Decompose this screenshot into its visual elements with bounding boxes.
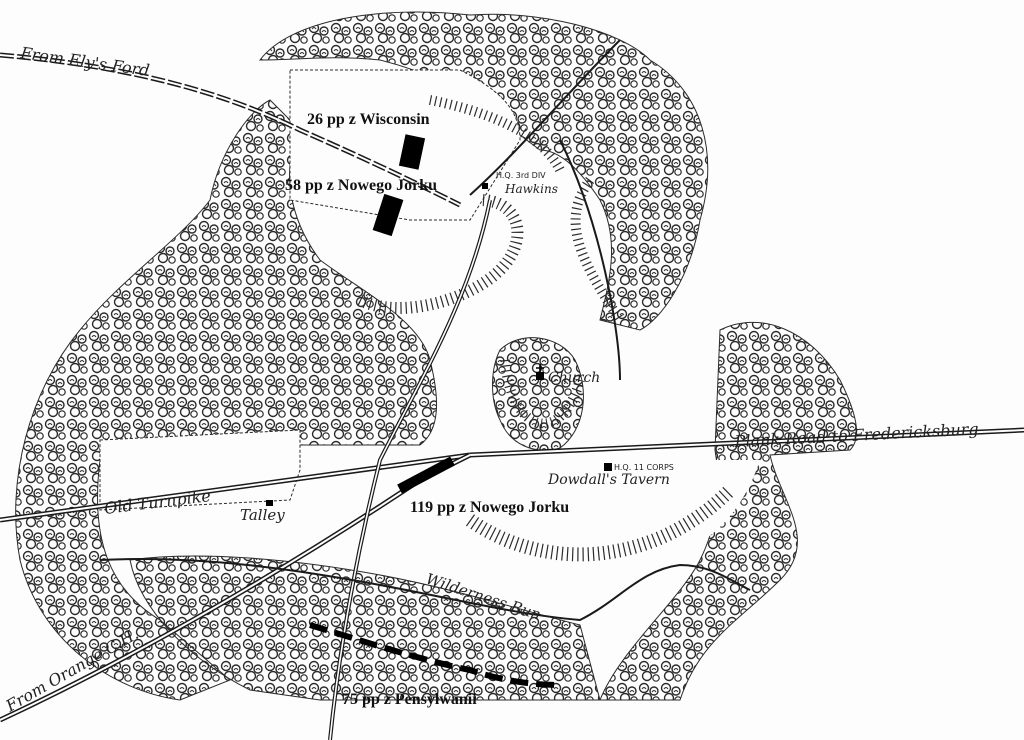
wilderness-run-stream [99, 558, 751, 622]
label-unit-26: 26 pp z Wisconsin [307, 111, 430, 128]
clearing-turnpike [99, 429, 301, 511]
label-church: Church [548, 370, 600, 386]
clearings [99, 69, 760, 571]
label-dowdalls-tavern: Dowdall's Tavern [547, 472, 670, 488]
label-unit-75: 75 pp z Pensylwanii [342, 691, 477, 708]
troop-positions [309, 134, 561, 688]
talley-building [266, 500, 273, 506]
label-hawkins: Hawkins [504, 182, 558, 196]
church-cross-icon [536, 364, 544, 372]
road-church-lane [559, 139, 621, 381]
unit-58-block [372, 193, 404, 237]
hawkins-building [482, 183, 488, 189]
unit-75-line [309, 622, 561, 688]
forest-south [129, 555, 601, 701]
forest-center-knoll [492, 337, 584, 451]
label-hq-11-corps: H.Q. 11 CORPS [614, 463, 674, 472]
clearing-tavern [470, 460, 760, 571]
road-north-south-inner [329, 199, 491, 740]
label-unit-58: 58 pp z Nowego Jorku [285, 177, 437, 194]
label-hq-3rd-div: H.Q. 3rd DIV [496, 171, 546, 180]
tavern-building [604, 463, 612, 471]
church-building [536, 372, 544, 380]
buildings [266, 183, 612, 506]
hill-church [500, 359, 585, 429]
road-northeast [469, 39, 621, 196]
unit-119-block [397, 456, 455, 494]
road-plank-inner [469, 429, 1024, 456]
hill-central [357, 194, 524, 314]
road-elys-ford-inner [0, 54, 461, 206]
unit-26-block [398, 134, 426, 170]
road-orange-ch-inner [0, 454, 471, 721]
road-old-turnpike-inner [0, 454, 471, 521]
label-talley: Talley [240, 506, 285, 524]
label-elys-ford: From Ely's Ford [18, 43, 150, 80]
roads [0, 39, 1024, 740]
label-unit-119: 119 pp z Nowego Jorku [410, 499, 569, 516]
